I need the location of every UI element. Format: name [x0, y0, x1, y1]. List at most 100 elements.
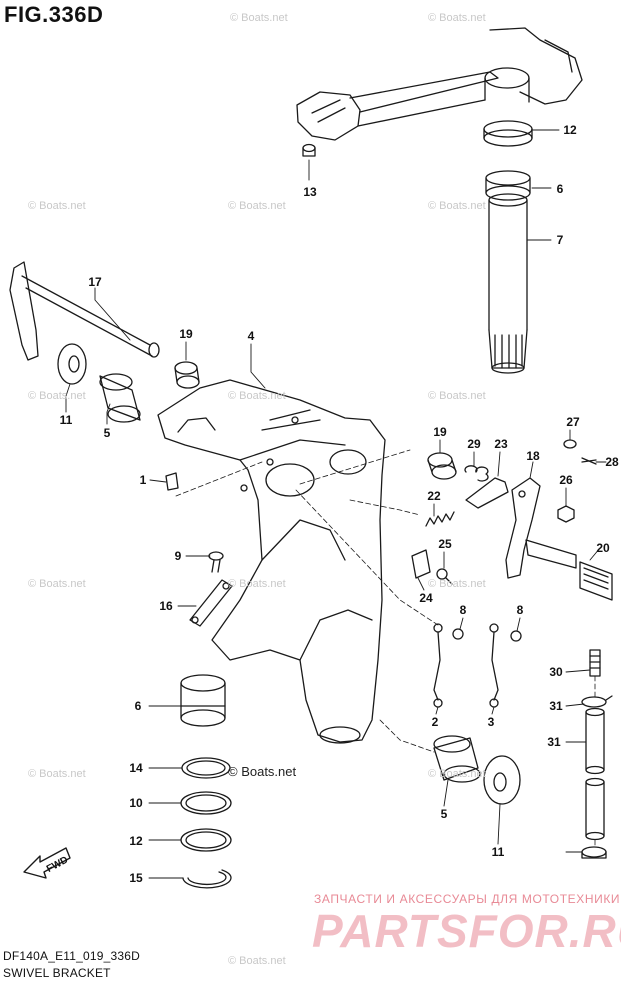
watermark: © Boats.net	[428, 768, 486, 780]
spring-28-part	[464, 465, 489, 482]
lead-2-part	[433, 623, 443, 708]
callout-18: 18	[526, 449, 540, 463]
watermark: © Boats.net	[228, 578, 286, 590]
bushing-19-top	[174, 361, 200, 389]
bushing-5-right	[433, 735, 481, 783]
callout-11-right: 11	[491, 845, 505, 859]
bushing-6-upper	[485, 170, 531, 201]
bushing-12-upper	[483, 120, 533, 147]
callout-6-upper: 6	[556, 182, 564, 196]
bracket-18-part	[505, 477, 541, 579]
watermark: © Boats.net	[228, 390, 286, 402]
figure-name: SWIVEL BRACKET	[3, 966, 111, 980]
fitting-29-part	[589, 649, 601, 677]
bolt-24-part	[436, 568, 453, 585]
leader-lines	[65, 129, 607, 879]
bolt-13-part	[302, 143, 316, 157]
callout-29: 30	[549, 665, 563, 679]
callout-12-lower: 12	[129, 834, 143, 848]
callout-24: 25	[438, 537, 452, 551]
callout-5-right: 5	[440, 807, 448, 821]
hose-30-part	[585, 707, 605, 841]
bushing-6-lower	[180, 674, 226, 727]
shop-tagline: ЗАПЧАСТИ И АКСЕССУАРЫ ДЛЯ МОТОТЕХНИКИ	[314, 892, 621, 906]
callout-3: 3	[487, 715, 495, 729]
callout-22: 23	[494, 437, 508, 451]
washer-26-part	[563, 439, 577, 449]
callout-19-right: 19	[433, 425, 447, 439]
figure-code: DF140A_E11_019_336D	[3, 949, 141, 963]
callout-15: 15	[129, 871, 143, 885]
callout-14: 14	[129, 761, 143, 775]
watermark: © Boats.net	[228, 764, 297, 779]
bushing-5-left	[99, 373, 141, 423]
watermark: © Boats.net	[428, 578, 486, 590]
ring-15-part	[182, 869, 232, 889]
clamp-31-lower	[581, 846, 607, 859]
watermark: © Boats.net	[428, 200, 486, 212]
bushing-19-right	[427, 452, 457, 480]
ring-12-lower	[180, 828, 232, 852]
callout-26: 27	[566, 415, 580, 429]
ring-10-part	[180, 791, 232, 815]
callout-7: 7	[556, 233, 564, 247]
callout-5-left: 5	[103, 426, 111, 440]
callout-12-upper: 12	[563, 123, 577, 137]
callout-1: 1	[139, 473, 147, 487]
tilt-rod-17	[9, 261, 160, 361]
ring-14-part	[181, 757, 231, 779]
figure-title: FIG.336D	[4, 2, 104, 27]
link-16-part	[189, 579, 233, 627]
washer-11-right	[483, 755, 521, 805]
callout-30: 31	[547, 735, 561, 749]
watermark: © Boats.net	[28, 200, 86, 212]
fwd-label: FWD	[45, 855, 70, 875]
callout-11-left: 11	[59, 413, 73, 427]
svg-text:FWD: FWD	[45, 855, 70, 875]
callout-19-left: 19	[179, 327, 193, 341]
watermark: © Boats.net	[28, 578, 86, 590]
shop-logo[interactable]: PARTSFOR.RU	[312, 905, 621, 957]
callout-10: 10	[129, 796, 143, 810]
fwd-arrow-icon	[23, 847, 71, 879]
callout-27: 28	[605, 455, 619, 469]
bolt-1-part	[165, 472, 179, 491]
washer-11-left	[57, 343, 87, 385]
steering-arm-part	[296, 27, 583, 141]
watermark: © Boats.net	[228, 200, 286, 212]
callout-23: 24	[419, 591, 433, 605]
callout-8-left: 8	[459, 603, 467, 617]
lead-3-part	[489, 623, 499, 708]
watermark: © Boats.net	[228, 955, 286, 967]
bolt-8-left	[452, 628, 464, 640]
watermark: © Boats.net	[28, 768, 86, 780]
steering-shaft-7	[488, 193, 528, 374]
callout-31-upper: 31	[549, 699, 563, 713]
watermark: © Boats.net	[428, 12, 486, 24]
callout-6-lower: 6	[134, 699, 142, 713]
callout-13: 13	[303, 185, 317, 199]
pin-27-part	[581, 457, 597, 465]
callout-8-right: 8	[516, 603, 524, 617]
clip-22-part	[465, 477, 509, 509]
callout-28: 29	[467, 437, 481, 451]
callout-25: 26	[559, 473, 573, 487]
pad-20-part	[525, 539, 613, 601]
callout-16: 16	[159, 599, 173, 613]
watermark: © Boats.net	[230, 12, 288, 24]
callout-4: 4	[247, 329, 255, 343]
callout-9: 9	[174, 549, 182, 563]
bolt-9-part	[208, 551, 224, 573]
watermark: © Boats.net	[28, 390, 86, 402]
callout-17: 17	[88, 275, 102, 289]
dashed-alignment-lines	[175, 449, 596, 849]
swivel-bracket-4	[157, 379, 386, 744]
callout-2: 2	[431, 715, 439, 729]
plate-23-part	[411, 549, 431, 579]
clamp-31-upper	[581, 695, 613, 708]
callout-21: 22	[427, 489, 441, 503]
nut-25-part	[557, 505, 575, 523]
spring-21-part	[425, 511, 455, 527]
